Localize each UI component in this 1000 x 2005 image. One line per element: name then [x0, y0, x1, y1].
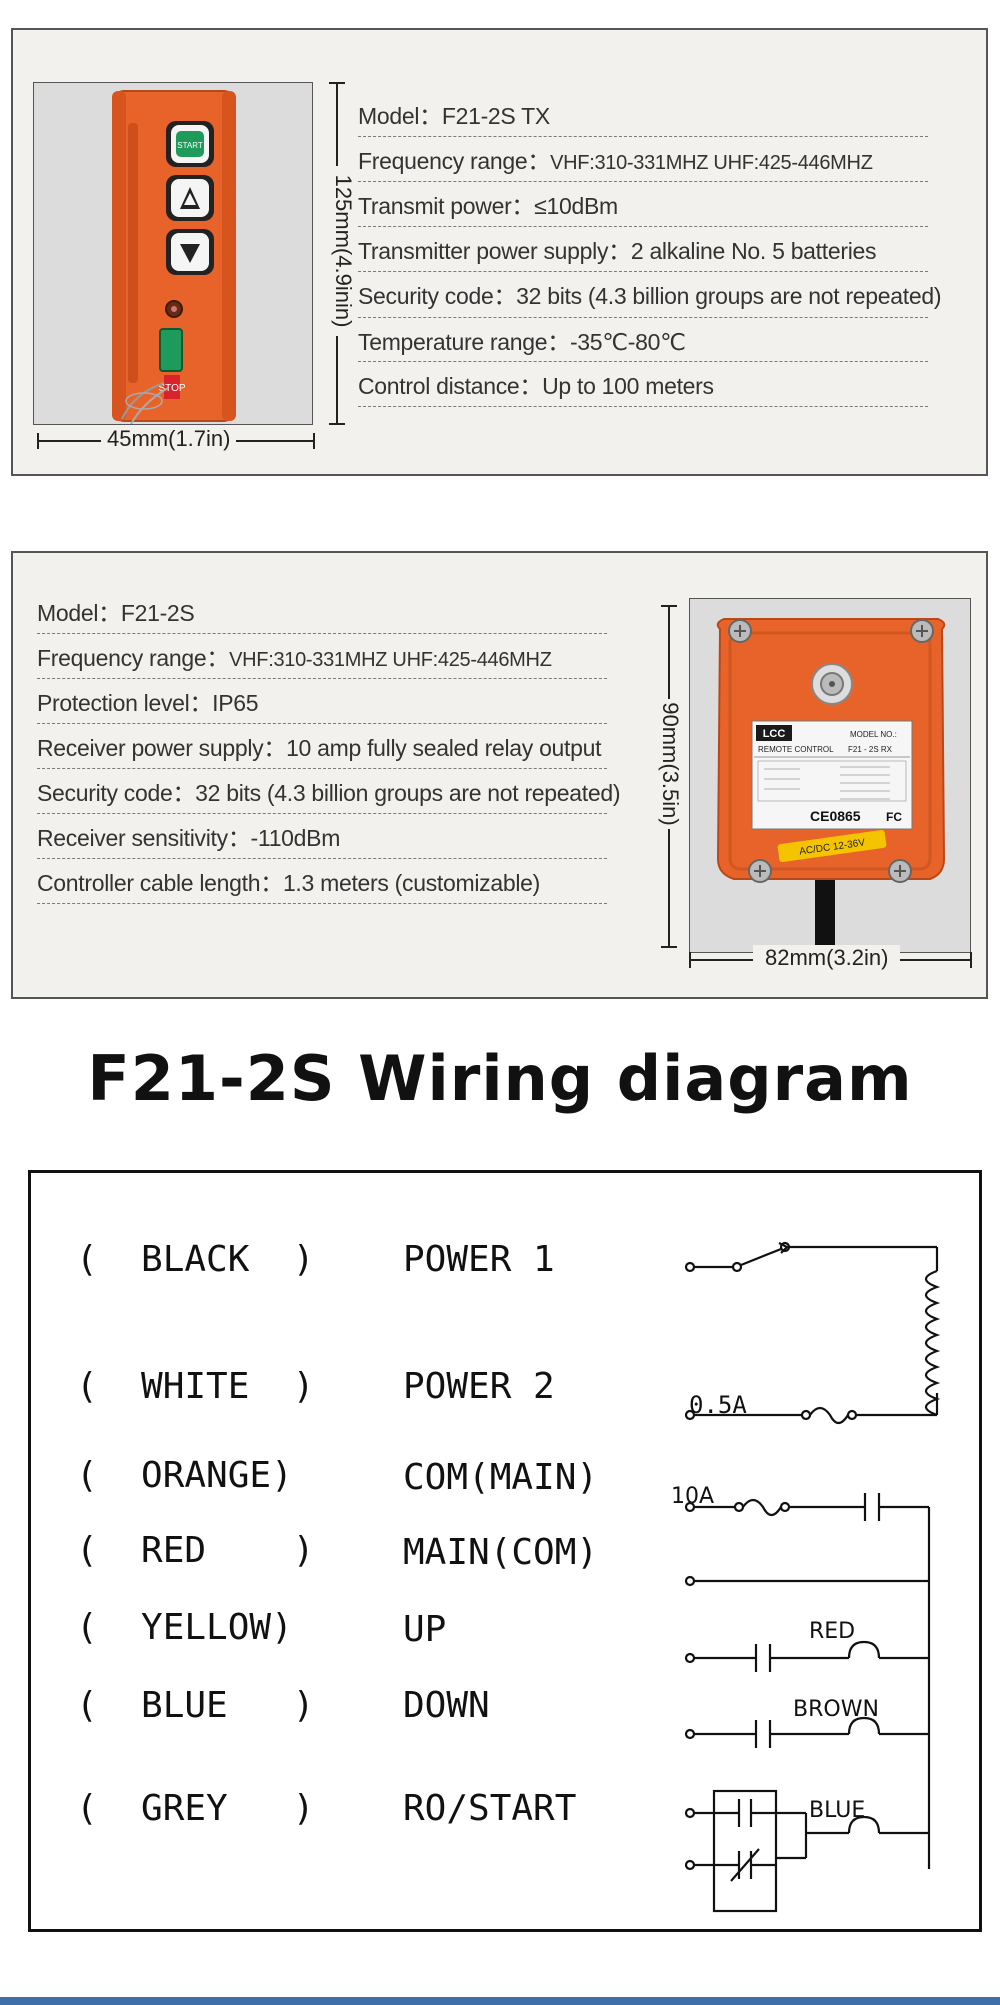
- spec-label: Transmit power：: [358, 193, 535, 219]
- label-fc: FC: [886, 810, 902, 824]
- spec-frequency: Frequency range：VHF:310-331MHZ UHF:425-4…: [37, 634, 607, 679]
- spec-security-code: Security code：32 bits (4.3 billion group…: [358, 272, 942, 317]
- transmitter-height-label: 125mm(4.9inin): [330, 166, 356, 336]
- spec-power-supply: Receiver power supply：10 amp fully seale…: [37, 724, 607, 769]
- spec-value: ≤10dBm: [534, 193, 618, 219]
- wire-color-black: ( BLACK ): [76, 1239, 315, 1280]
- spec-temperature: Temperature range：-35℃-80℃: [358, 317, 928, 362]
- wiring-diagram: ( BLACK ) POWER 1 ( WHITE ) POWER 2 ( OR…: [28, 1170, 982, 1932]
- spec-label: Model：: [37, 600, 121, 626]
- spec-label: Protection level：: [37, 690, 213, 716]
- width-dim-tick-right: [313, 433, 315, 449]
- wire-color-white: ( WHITE ): [76, 1366, 315, 1407]
- transmitter-illustration: START STOP: [34, 83, 312, 424]
- wire-color-yellow: ( YELLOW): [76, 1607, 293, 1648]
- spec-cable-length: Controller cable length：1.3 meters (cust…: [37, 859, 607, 904]
- wire-function-ro-start: RO/START: [403, 1788, 577, 1829]
- spec-label: Receiver power supply：: [37, 735, 287, 761]
- spec-label: Controller cable length：: [37, 870, 283, 896]
- spec-frequency: Frequency range：VHF:310-331MHZ UHF:425-4…: [358, 137, 928, 182]
- wire-function-power2: POWER 2: [403, 1366, 555, 1407]
- spec-value: 32 bits (4.3 billion groups are not repe…: [516, 283, 942, 309]
- spec-value: Up to 100 meters: [542, 373, 714, 399]
- spec-control-distance: Control distance：Up to 100 meters: [358, 362, 928, 407]
- receiver-illustration: LCC MODEL NO.: REMOTE CONTROL F21 - 2S R…: [690, 599, 970, 952]
- bottom-accent-strip: [0, 1997, 1000, 2005]
- label-model-no: MODEL NO.:: [850, 730, 897, 739]
- spec-value: -110dBm: [250, 825, 341, 851]
- height-dim-tick-bottom: [329, 423, 345, 425]
- spec-value: 2 alkaline No. 5 batteries: [630, 238, 877, 264]
- coil-label-red: RED: [809, 1619, 856, 1644]
- coil-label-blue: BLUE: [809, 1798, 866, 1823]
- wire-color-grey: ( GREY ): [76, 1788, 315, 1829]
- spec-model: Model：F21-2S TX: [358, 92, 928, 137]
- spec-label: Frequency range：: [358, 148, 551, 174]
- spec-protection-level: Protection level：IP65: [37, 679, 607, 724]
- wire-color-red: ( RED ): [76, 1530, 315, 1571]
- transmitter-photo: START STOP: [33, 82, 313, 425]
- start-label: START: [177, 141, 203, 150]
- transmitter-panel: START STOP 125mm(4.9inin): [11, 28, 988, 476]
- spec-label: Temperature range：: [358, 329, 570, 355]
- transmitter-spec-list: Model：F21-2S TX Frequency range：VHF:310-…: [358, 92, 942, 407]
- wire-function-power1: POWER 1: [403, 1239, 555, 1280]
- height-dim-tick-top: [329, 82, 345, 84]
- wire-function-com-main: COM(MAIN): [403, 1457, 599, 1498]
- receiver-spec-list: Model：F21-2S Frequency range：VHF:310-331…: [37, 589, 621, 904]
- spec-label: Control distance：: [358, 373, 543, 399]
- fuse-label-0-5a: 0.5A: [689, 1391, 747, 1419]
- width-dim-tick-left: [689, 952, 691, 968]
- coil-label-brown: BROWN: [793, 1697, 879, 1722]
- spec-value: F21-2S TX: [441, 103, 550, 129]
- spec-power-supply: Transmitter power supply：2 alkaline No. …: [358, 227, 928, 272]
- receiver-panel: Model：F21-2S Frequency range：VHF:310-331…: [11, 551, 988, 999]
- spec-label: Transmitter power supply：: [358, 238, 631, 264]
- spec-value: VHF:310-331MHZ UHF:425-446MHZ: [550, 152, 873, 174]
- spec-value: IP65: [212, 690, 259, 716]
- wire-function-down: DOWN: [403, 1685, 490, 1726]
- spec-value: 10 amp fully sealed relay output: [286, 735, 602, 761]
- label-model: F21 - 2S RX: [848, 745, 893, 754]
- spec-label: Receiver sensitivity：: [37, 825, 251, 851]
- wire-function-up: UP: [403, 1609, 447, 1650]
- label-brand: LCC: [763, 728, 786, 740]
- spec-sensitivity: Receiver sensitivity：-110dBm: [37, 814, 607, 859]
- height-dim-tick-top: [661, 605, 677, 607]
- circuit-schematic: [684, 1241, 941, 1913]
- spec-label: Security code：: [358, 283, 517, 309]
- width-dim-tick-left: [37, 433, 39, 449]
- height-dim-tick-bottom: [661, 946, 677, 948]
- wire-color-orange: ( ORANGE): [76, 1455, 293, 1496]
- receiver-photo: LCC MODEL NO.: REMOTE CONTROL F21 - 2S R…: [689, 598, 971, 953]
- wire-function-main-com: MAIN(COM): [403, 1532, 599, 1573]
- spec-model: Model：F21-2S: [37, 589, 607, 634]
- spec-value: 32 bits (4.3 billion groups are not repe…: [195, 780, 621, 806]
- spec-label: Model：: [358, 103, 442, 129]
- transmitter-width-label: 45mm(1.7in): [101, 426, 237, 452]
- receiver-width-label: 82mm(3.2in): [753, 945, 901, 971]
- label-ce: CE0865: [810, 808, 861, 824]
- wiring-diagram-title: F21-2S Wiring diagram: [87, 1042, 913, 1115]
- spec-value: VHF:310-331MHZ UHF:425-446MHZ: [229, 649, 552, 671]
- spec-value: -35℃-80℃: [569, 329, 686, 355]
- spec-label: Security code：: [37, 780, 196, 806]
- receiver-height-label: 90mm(3.5in): [657, 699, 683, 829]
- spec-value: 1.3 meters (customizable): [282, 870, 541, 896]
- spec-value: F21-2S: [120, 600, 195, 626]
- wire-color-blue: ( BLUE ): [76, 1685, 315, 1726]
- label-remote: REMOTE CONTROL: [758, 745, 834, 754]
- spec-label: Frequency range：: [37, 645, 230, 671]
- spec-transmit-power: Transmit power：≤10dBm: [358, 182, 928, 227]
- fuse-label-10a: 10A: [671, 1484, 715, 1509]
- width-dim-tick-right: [970, 952, 972, 968]
- spec-security-code: Security code：32 bits (4.3 billion group…: [37, 769, 621, 814]
- stop-label: STOP: [158, 383, 185, 394]
